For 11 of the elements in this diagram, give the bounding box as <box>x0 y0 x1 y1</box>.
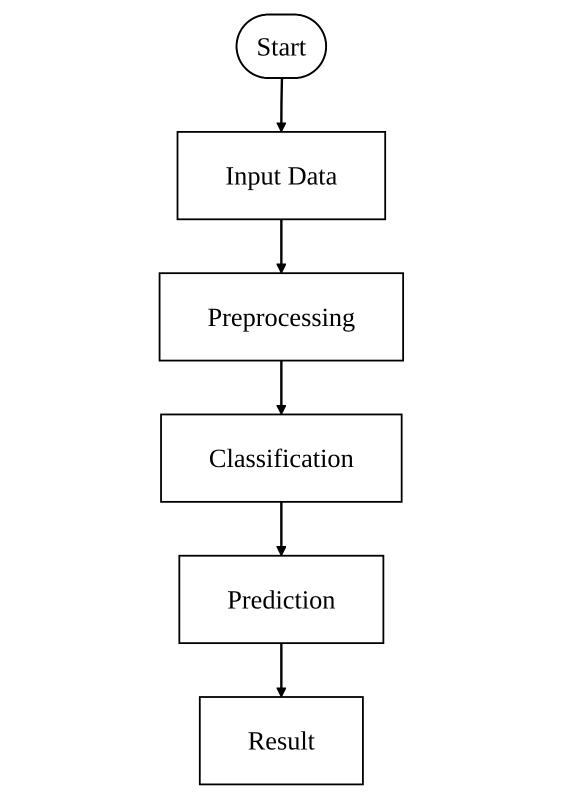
arrow <box>276 360 287 415</box>
node-box <box>158 272 404 362</box>
node-box <box>178 554 384 644</box>
arrow <box>276 219 287 274</box>
node-box <box>160 414 403 503</box>
node-box <box>199 696 364 786</box>
node-box <box>176 131 386 220</box>
arrow <box>276 502 287 556</box>
flowchart: Start Input Data Preprocessing Classification Prediction Result <box>150 5 413 794</box>
arrow <box>276 643 287 698</box>
arrow <box>276 78 287 132</box>
